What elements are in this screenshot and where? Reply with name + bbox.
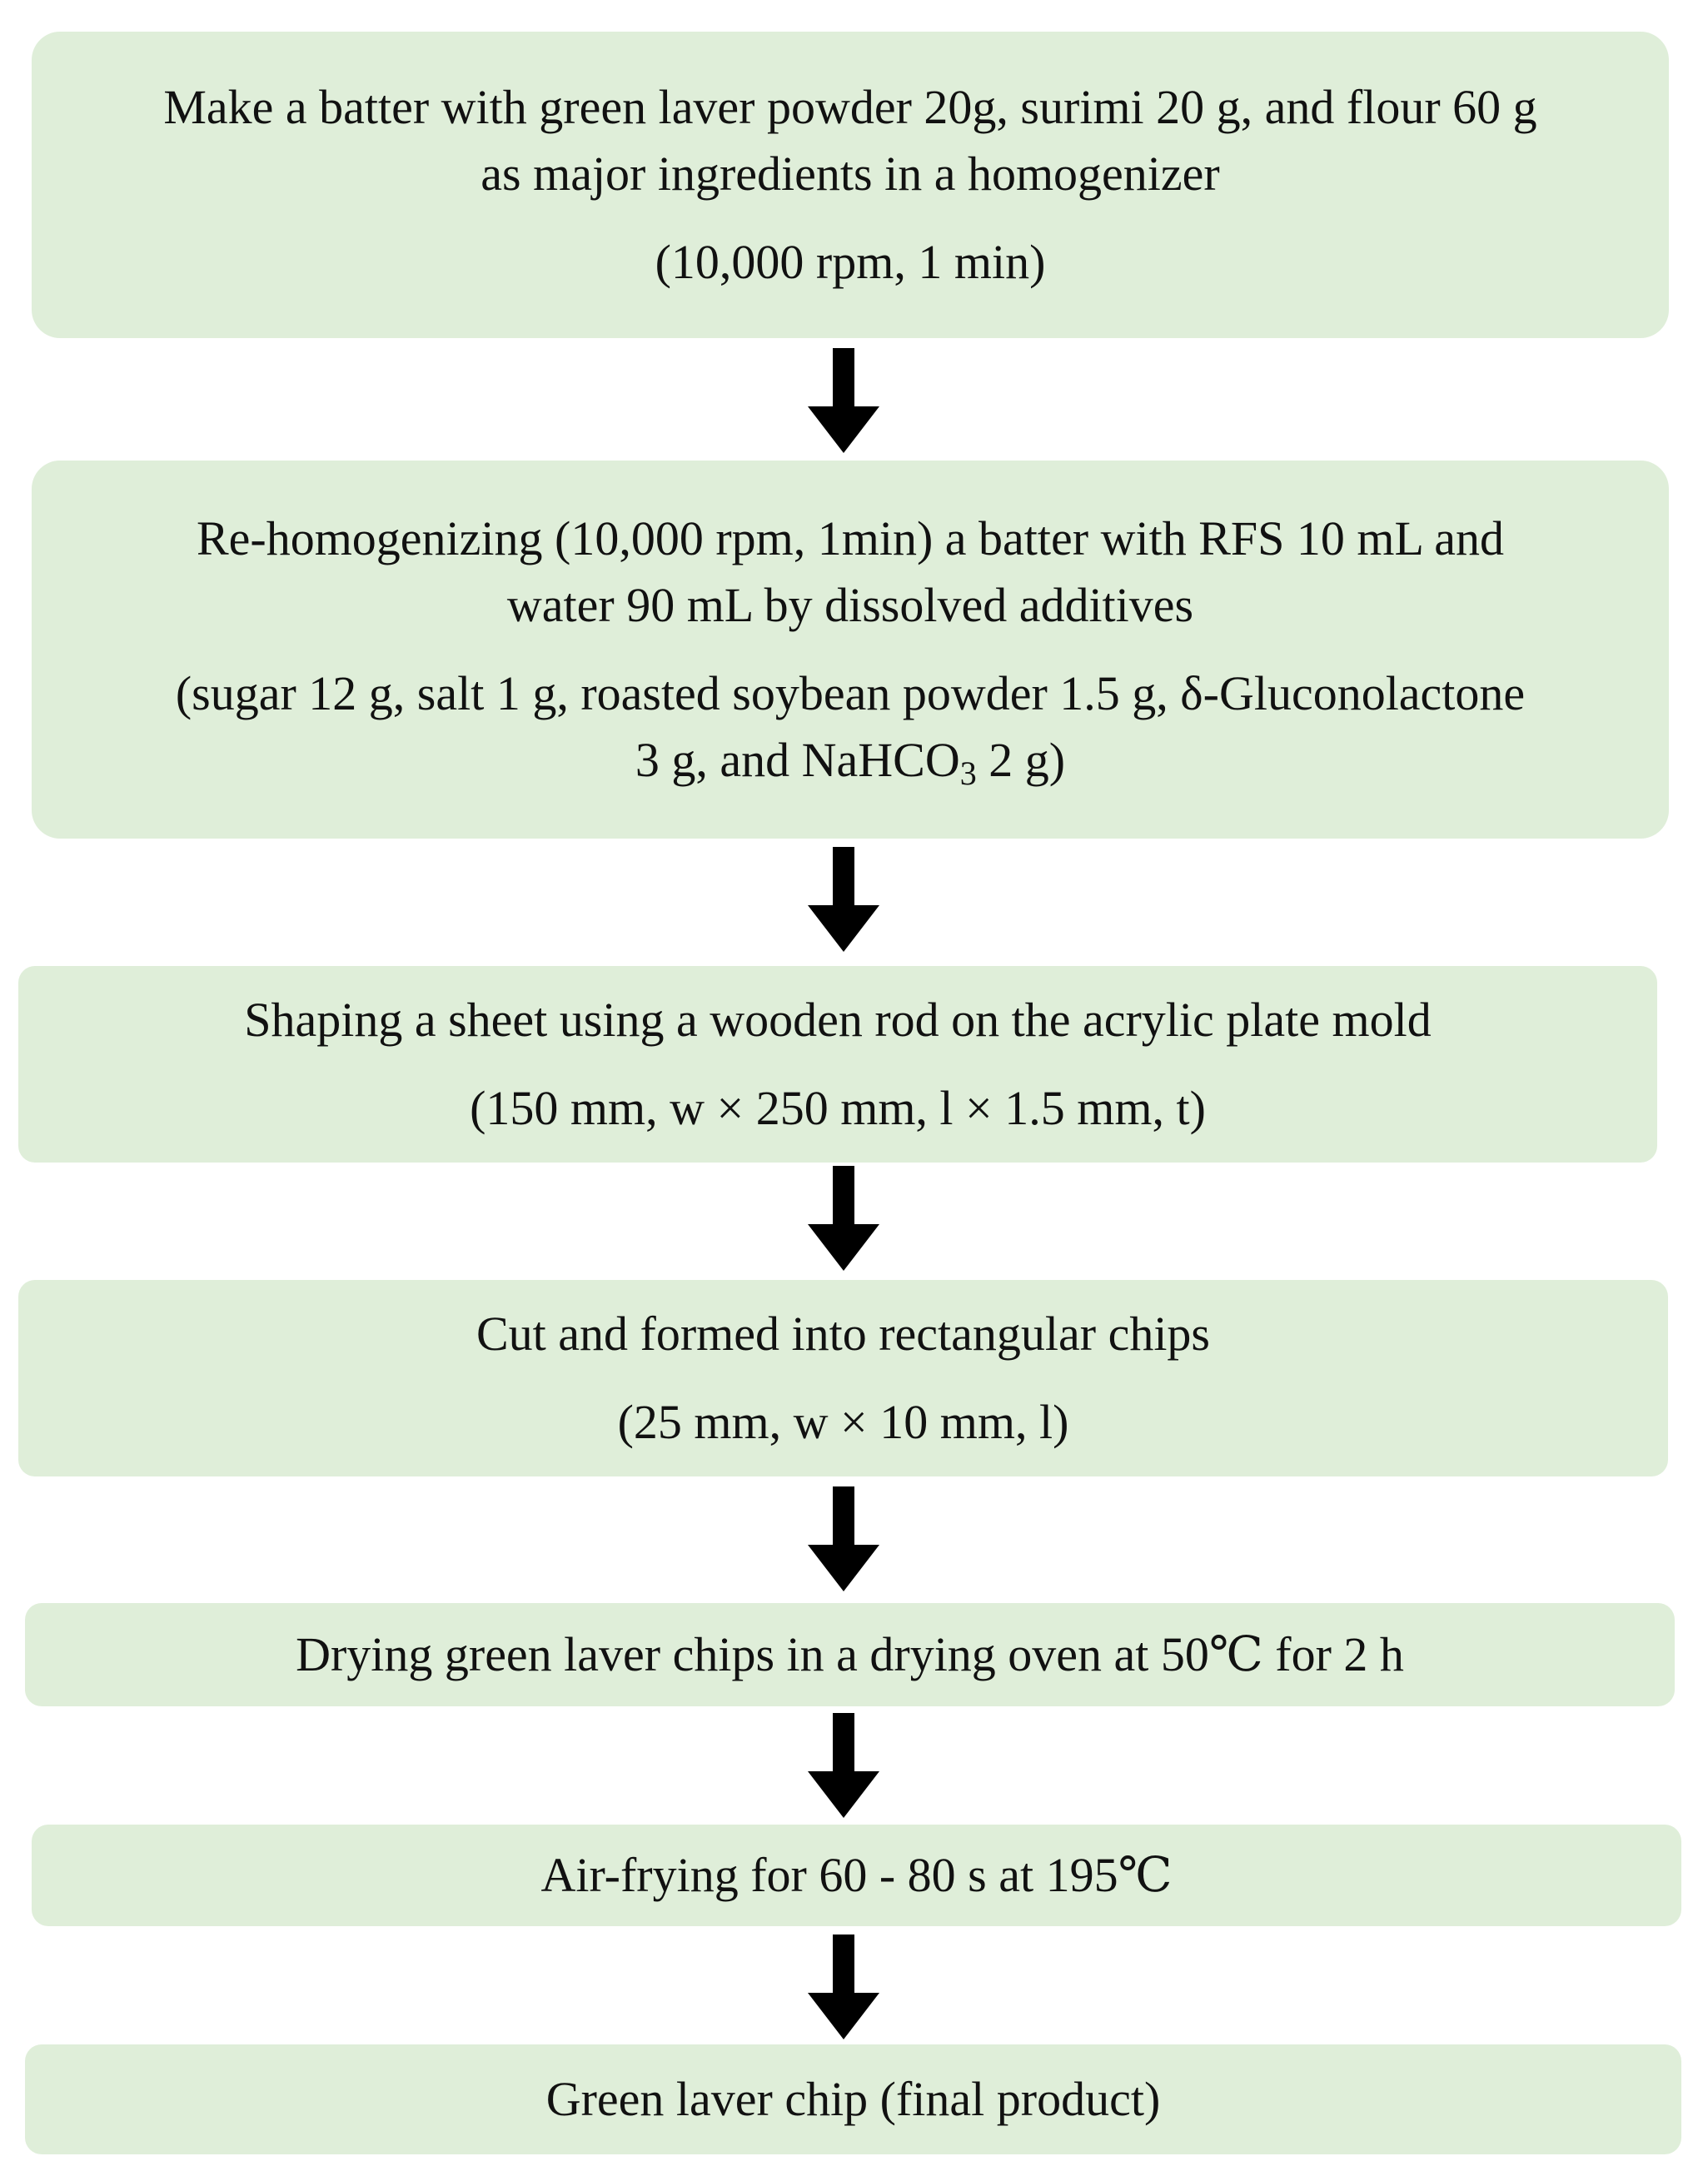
- step-2-box: Re-homogenizing (10,000 rpm, 1min) a bat…: [32, 461, 1669, 839]
- step-3-detail: (150 mm, w × 250 mm, l × 1.5 mm, t): [470, 1081, 1206, 1135]
- step-6-line-1: Air-frying for 60 - 80 s at 195℃: [540, 1848, 1173, 1902]
- step-3-line-1: Shaping a sheet using a wooden rod on th…: [244, 993, 1432, 1047]
- step-4-box: Cut and formed into rectangular chips (2…: [18, 1280, 1668, 1476]
- arrow-3-icon: [808, 1166, 879, 1271]
- step-2-detail-2: 3 g, and NaHCO3 2 g): [635, 727, 1065, 794]
- step-2-detail-2a: 3 g, and NaHCO: [635, 733, 960, 787]
- step-4-detail: (25 mm, w × 10 mm, l): [617, 1395, 1069, 1449]
- step-3-box: Shaping a sheet using a wooden rod on th…: [18, 966, 1657, 1163]
- step-2-detail-1: (sugar 12 g, salt 1 g, roasted soybean p…: [175, 666, 1526, 720]
- step-2-detail-2b: 2 g): [976, 733, 1066, 787]
- step-7-box: Green laver chip (final product): [25, 2044, 1681, 2154]
- step-7-line-1: Green laver chip (final product): [545, 2072, 1161, 2126]
- step-2-subscript: 3: [959, 754, 977, 792]
- step-1-line-2: as major ingredients in a homogenizer: [481, 147, 1220, 201]
- step-4-line-1: Cut and formed into rectangular chips: [476, 1307, 1211, 1361]
- arrow-1-icon: [808, 348, 879, 453]
- step-1-box: Make a batter with green laver powder 20…: [32, 32, 1669, 338]
- arrow-2-icon: [808, 847, 879, 952]
- step-2-line-2: water 90 mL by dissolved additives: [506, 578, 1194, 632]
- arrow-5-icon: [808, 1713, 879, 1818]
- step-2-line-1: Re-homogenizing (10,000 rpm, 1min) a bat…: [196, 511, 1505, 565]
- arrow-6-icon: [808, 1935, 879, 2039]
- arrow-4-icon: [808, 1486, 879, 1591]
- step-1-line-1: Make a batter with green laver powder 20…: [163, 80, 1537, 134]
- step-6-box: Air-frying for 60 - 80 s at 195℃: [32, 1825, 1681, 1926]
- step-5-box: Drying green laver chips in a drying ove…: [25, 1603, 1675, 1706]
- step-1-detail: (10,000 rpm, 1 min): [655, 235, 1046, 289]
- step-5-line-1: Drying green laver chips in a drying ove…: [296, 1627, 1404, 1681]
